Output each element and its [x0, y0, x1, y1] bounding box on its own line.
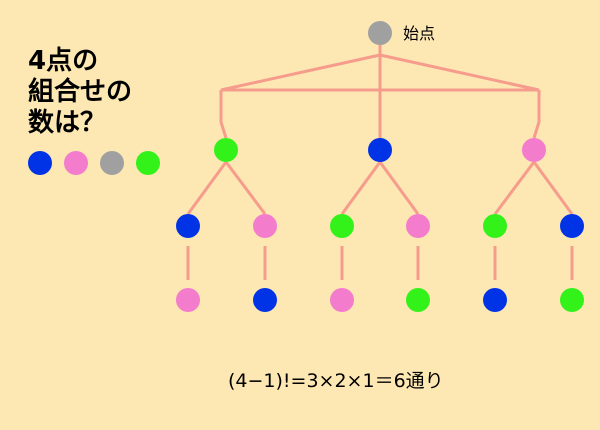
level3-node-green: [406, 288, 430, 312]
level2-node-blue: [176, 214, 200, 238]
connector-l1-l2-0-1: [224, 161, 267, 215]
color-legend: [28, 151, 160, 175]
question-line-2: 組合せの: [28, 77, 133, 107]
formula-text: (4−1)!=3×2×1＝6通り: [228, 370, 444, 392]
connector-l1-l2-2-0: [493, 161, 536, 215]
connector-bus-to-node-0: [219, 121, 228, 139]
level3-node-pink: [330, 288, 354, 312]
legend-dot-blue: [28, 151, 52, 175]
level2-node-pink: [406, 214, 430, 238]
level2-node-green: [330, 214, 354, 238]
level1-node-pink: [522, 138, 546, 162]
question-line-1: 4点の: [28, 46, 99, 76]
legend-dot-green: [136, 151, 160, 175]
level3-node-blue: [483, 288, 507, 312]
level1-node-blue: [368, 138, 392, 162]
connector-bus-to-node-2: [532, 121, 541, 139]
question-line-3: 数は？: [28, 108, 107, 138]
connector-l1-l2-2-1: [532, 161, 574, 215]
level3-node-blue: [253, 288, 277, 312]
question-text: 4点の 組合せの 数は？: [28, 46, 132, 139]
level2-node-pink: [253, 214, 277, 238]
start-label: 始点: [403, 24, 436, 43]
legend-dot-gray: [100, 151, 124, 175]
root-node: [368, 21, 392, 45]
connector-l1-l2-1-1: [378, 161, 420, 215]
level2-node-blue: [560, 214, 584, 238]
legend-dot-pink: [64, 151, 88, 175]
connector-root-right: [379, 53, 540, 92]
connector-l1-l2-0-0: [186, 161, 228, 215]
level3-node-pink: [176, 288, 200, 312]
level1-node-green: [214, 138, 238, 162]
level2-node-green: [483, 214, 507, 238]
connector-root-left: [220, 53, 381, 92]
level3-node-green: [560, 288, 584, 312]
connector-l1-l2-1-0: [340, 161, 382, 215]
